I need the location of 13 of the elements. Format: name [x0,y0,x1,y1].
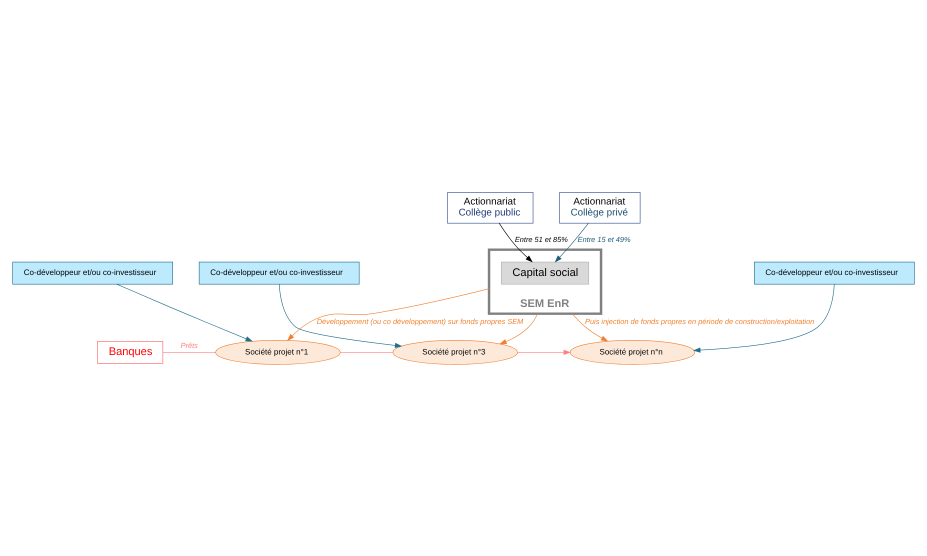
arrow [554,222,589,262]
node-box: Capital social [501,261,590,284]
arrow [287,288,490,340]
arrow [693,283,835,352]
arrow [498,222,533,262]
node-box: Actionnariat Collège public [447,192,534,224]
arrow [572,312,608,342]
arrow [116,283,253,342]
arrow [278,283,402,348]
node-box: Actionnariat Collège privé [559,192,640,224]
arrow [517,349,571,354]
node-box: Banques [97,340,164,364]
arrow [499,312,538,344]
